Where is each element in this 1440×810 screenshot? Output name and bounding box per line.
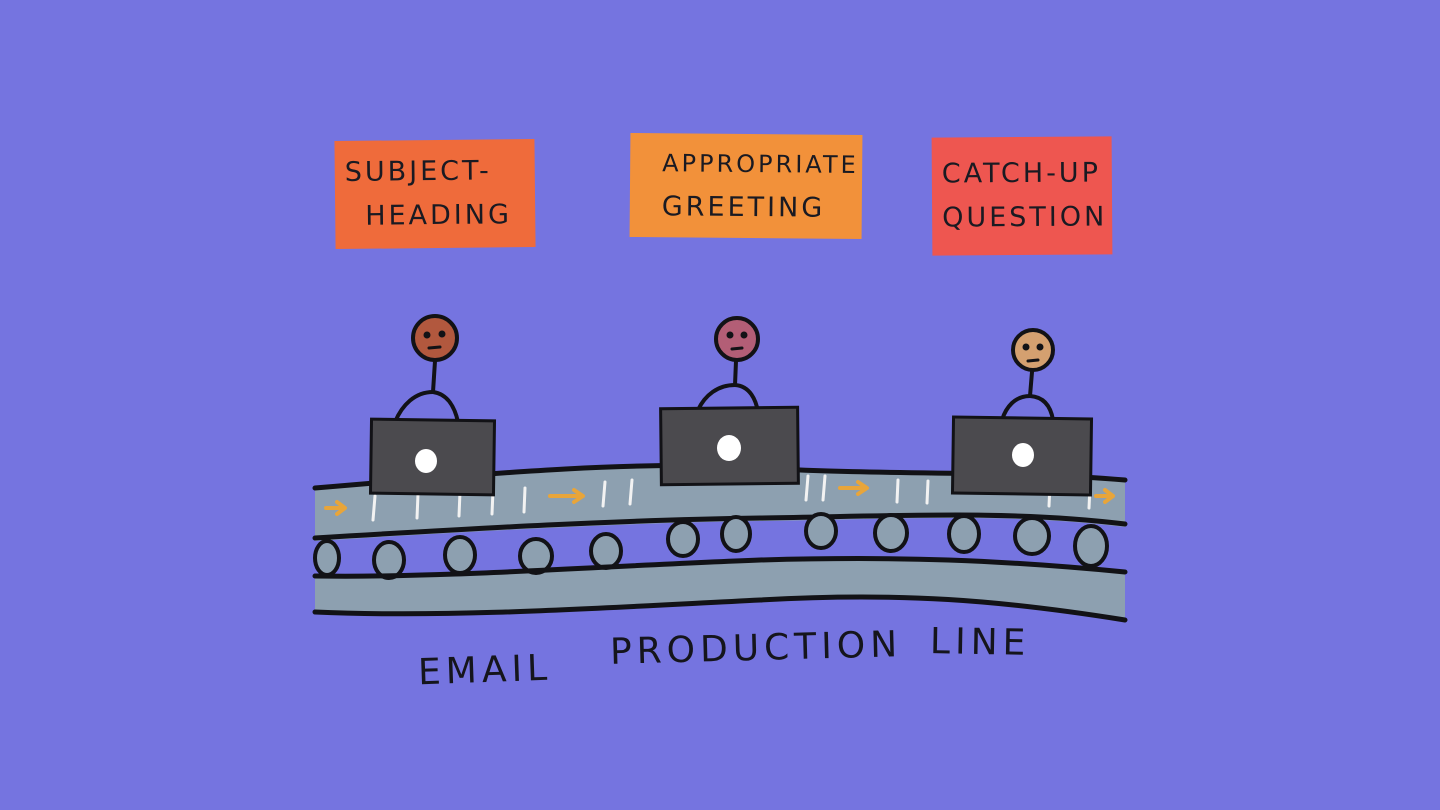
arrow-right-icon — [324, 500, 347, 516]
roller — [873, 513, 909, 553]
arrow-right-icon — [838, 480, 869, 496]
belt-ticks — [371, 474, 1092, 522]
roller — [666, 520, 700, 558]
sign-line: Greeting — [661, 191, 826, 224]
worker-3 — [950, 328, 1094, 497]
worker-head — [411, 314, 459, 362]
roller — [804, 512, 838, 550]
roller — [313, 539, 341, 577]
person-icon — [1000, 370, 1055, 422]
roller — [1073, 524, 1109, 568]
roller — [720, 515, 752, 553]
belt-arrows — [324, 480, 1115, 516]
sign-line: Question — [942, 201, 1108, 234]
worker-1 — [368, 314, 497, 497]
person-icon — [393, 359, 460, 424]
caption-word-email: EMAIL — [417, 647, 553, 694]
lower-strip-bottom-edge — [312, 594, 1128, 623]
roller — [1013, 516, 1051, 556]
laptop-logo — [717, 435, 741, 461]
caption-word-production: PRODUCTION — [609, 624, 903, 673]
roller-band — [315, 518, 1125, 577]
person-icon — [696, 359, 760, 414]
roller — [372, 540, 406, 580]
sign-appropriate-greeting: Appropriate Greeting — [629, 132, 863, 240]
laptop-logo — [415, 449, 437, 473]
sign-line: Subject- — [344, 155, 492, 188]
arrow-right-icon — [548, 488, 585, 504]
sign-line: Catch-up — [941, 157, 1102, 190]
roller — [947, 514, 981, 554]
sign-subject-heading: Subject- Heading — [334, 138, 536, 250]
roller — [443, 535, 477, 575]
belt-bottom-edge — [312, 512, 1128, 541]
arrow-right-icon — [1094, 488, 1115, 504]
caption-word-line: LINE — [929, 621, 1031, 664]
sign-line: Heading — [365, 199, 513, 232]
worker-head — [714, 316, 760, 362]
rollers — [313, 512, 1109, 580]
worker-head — [1011, 328, 1055, 372]
sign-line: Appropriate — [662, 149, 859, 179]
worker-2 — [659, 316, 800, 487]
sign-catch-up-question: Catch-up Question — [931, 136, 1113, 256]
lower-strip-top-edge — [312, 556, 1128, 579]
roller — [589, 532, 623, 570]
laptop-logo — [1012, 443, 1034, 467]
